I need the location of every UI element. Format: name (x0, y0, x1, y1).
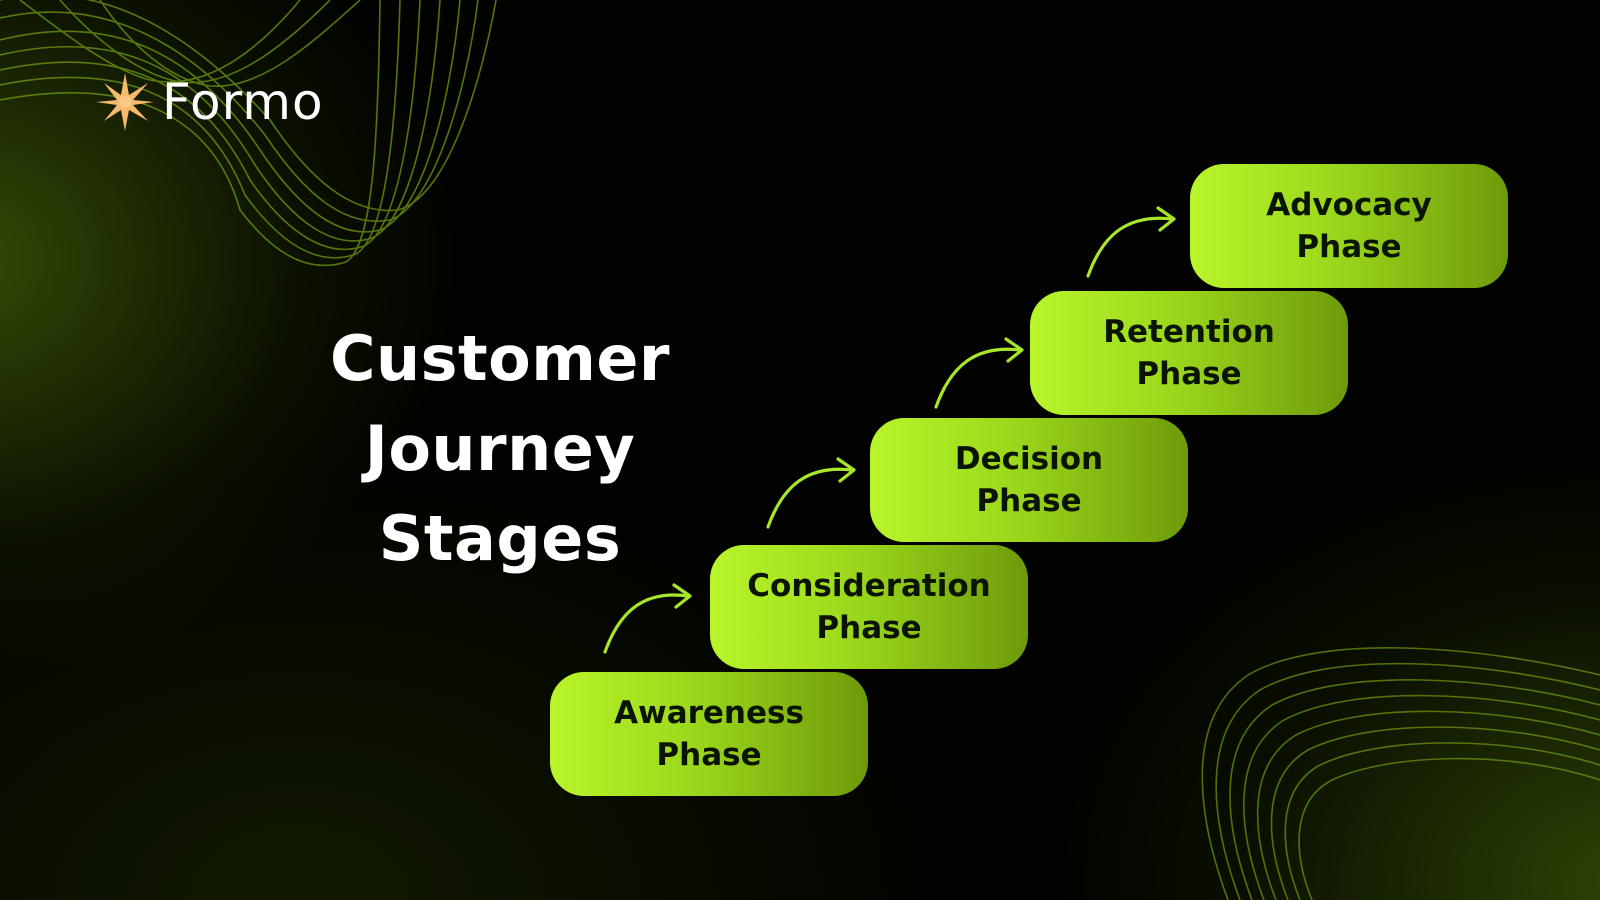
page-title: Customer Journey Stages (190, 314, 810, 584)
curved-arrow-icon (934, 337, 1024, 409)
stage-label: Advocacy (1266, 187, 1432, 223)
curved-arrow-icon (766, 457, 856, 529)
stage-sublabel: Phase (816, 610, 922, 646)
brand-logo: Formo (96, 72, 324, 132)
star-burst-icon (96, 73, 154, 131)
stage-advocacy: Advocacy Phase (1190, 164, 1508, 288)
stage-label: Awareness (614, 695, 804, 731)
title-line-2: Stages (378, 502, 622, 575)
stage-label: Decision (954, 441, 1104, 477)
stage-label: Retention (1103, 314, 1275, 350)
stage-sublabel: Phase (1136, 356, 1242, 392)
stage-sublabel: Phase (656, 737, 762, 773)
title-line-1: Customer Journey (329, 322, 670, 485)
stage-decision: Decision Phase (870, 418, 1188, 542)
stage-sublabel: Phase (976, 483, 1082, 519)
curved-arrow-icon (603, 583, 692, 654)
curved-arrow-icon (1086, 206, 1176, 278)
stage-sublabel: Phase (1296, 229, 1402, 265)
stage-consideration: Consideration Phase (710, 545, 1028, 669)
top-left-wave-lines (0, 0, 497, 267)
brand-name: Formo (162, 73, 324, 131)
stage-retention: Retention Phase (1030, 291, 1348, 415)
bottom-right-wave-lines (1201, 647, 1600, 900)
stage-awareness: Awareness Phase (550, 672, 868, 796)
stage-label: Consideration (747, 568, 991, 604)
